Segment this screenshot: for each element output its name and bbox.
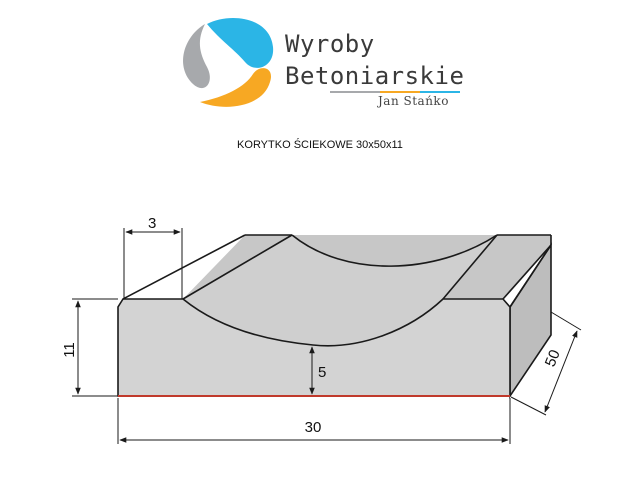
dim-channel-depth-label: 5 [318,364,326,381]
logo-subtitle: Jan Stańko [378,94,449,108]
logo-gray-swirl [183,24,210,89]
trough-channel-surface [183,235,497,346]
dim-depth-label: 50 [542,347,564,369]
technical-drawing: 3 11 5 30 50 [61,215,582,444]
company-logo [183,17,460,107]
dim-width-label: 30 [305,419,322,436]
logo-text-line2: Betoniarskie [285,62,465,90]
logo-text-line1: Wyroby [285,30,375,58]
product-title: KORYTKO ŚCIEKOWE 30x50x11 [237,139,403,151]
dimension-lines [72,228,582,444]
logo-blue-swirl [207,17,274,68]
dim-edge-width-label: 3 [148,215,156,232]
logo-orange-swirl [200,68,272,107]
trough-outline-edges [122,234,552,308]
dim-height-label: 11 [61,342,78,358]
